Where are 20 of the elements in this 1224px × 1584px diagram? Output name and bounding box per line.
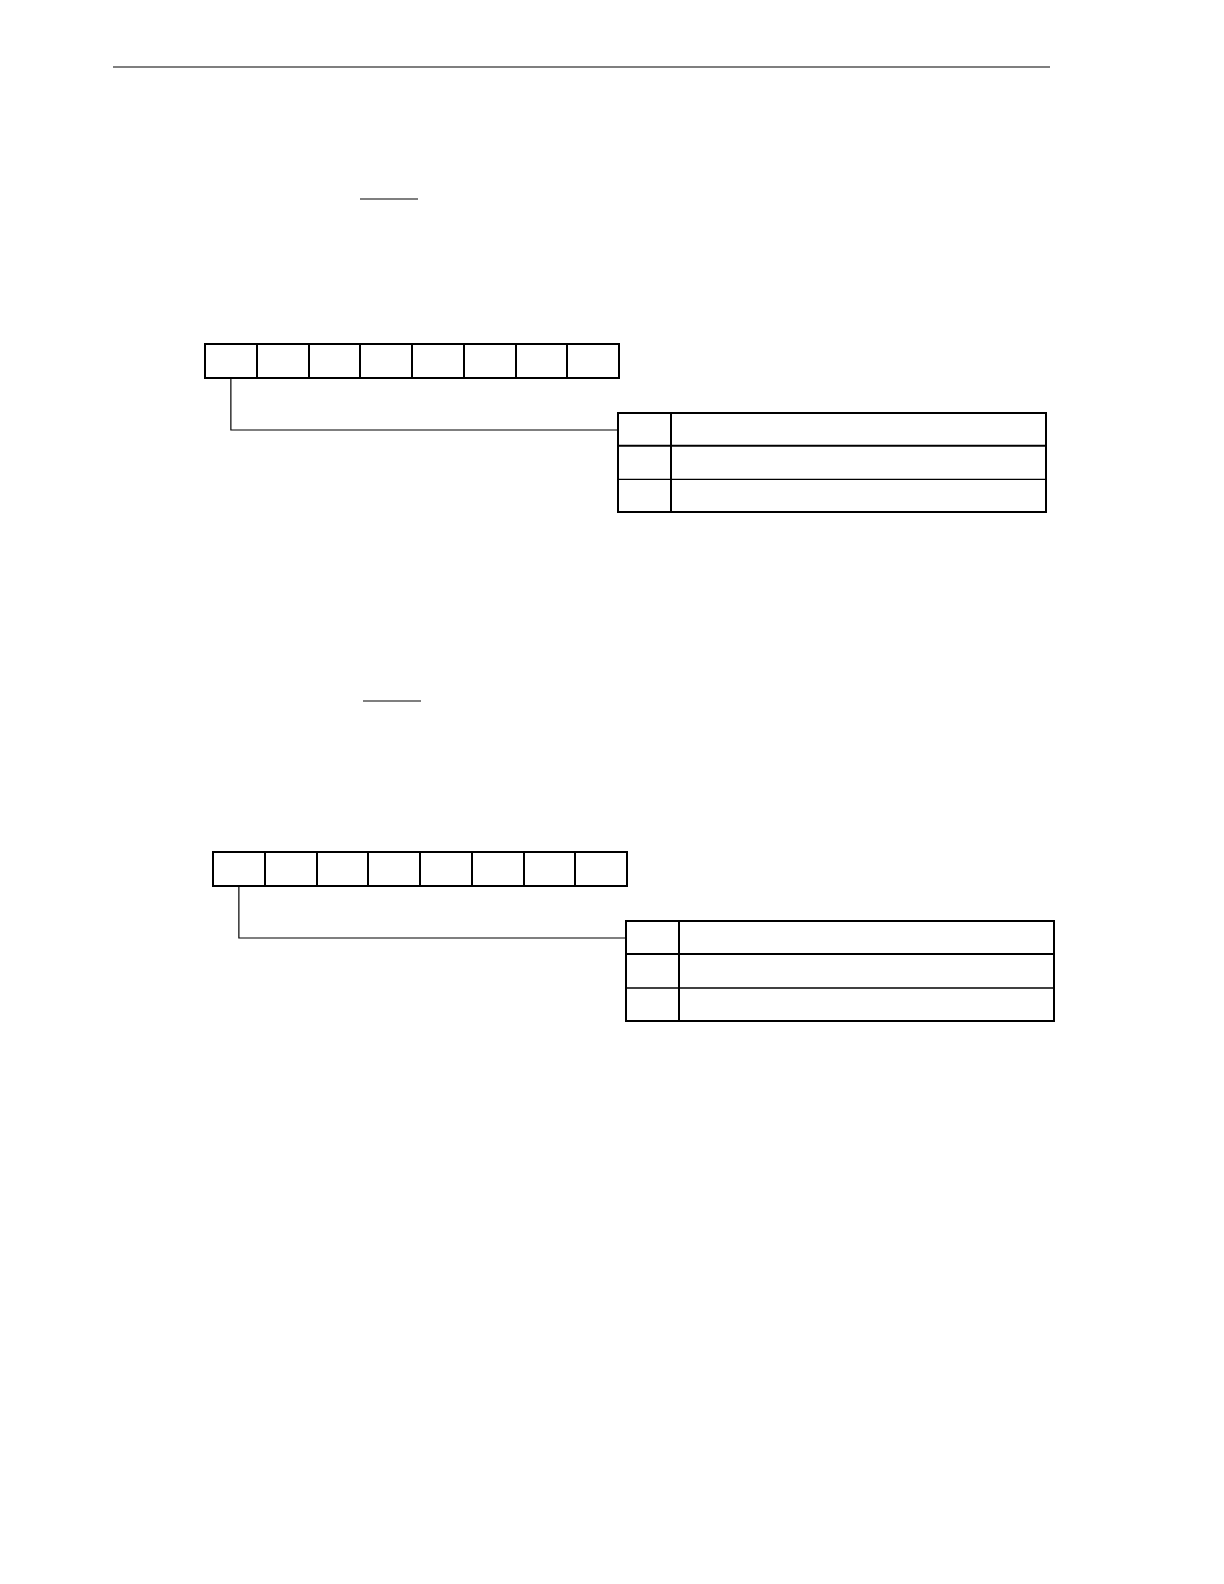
register-bit-cell (263, 851, 318, 887)
register-bit-cell (522, 851, 577, 887)
leader-line (230, 378, 618, 431)
register-bit-cell (419, 851, 473, 887)
register-bit-cell (574, 851, 628, 887)
bit-description-table (625, 920, 1055, 1022)
register-bit-cell (566, 343, 620, 379)
bit-description-table (617, 412, 1047, 513)
register-bit-cell (315, 851, 370, 887)
register-bit-cell (255, 343, 310, 379)
register-bit-cell (470, 851, 525, 887)
register-bit-cell (462, 343, 517, 379)
register-bit-cell (307, 343, 362, 379)
register-bit-cell (359, 343, 413, 379)
register-bit-cell (514, 343, 569, 379)
register-bit-cell (367, 851, 421, 887)
register-bit-cell (411, 343, 465, 379)
register-bit-cell (212, 851, 266, 887)
leader-line (238, 886, 626, 939)
register-bit-cell (204, 343, 258, 379)
